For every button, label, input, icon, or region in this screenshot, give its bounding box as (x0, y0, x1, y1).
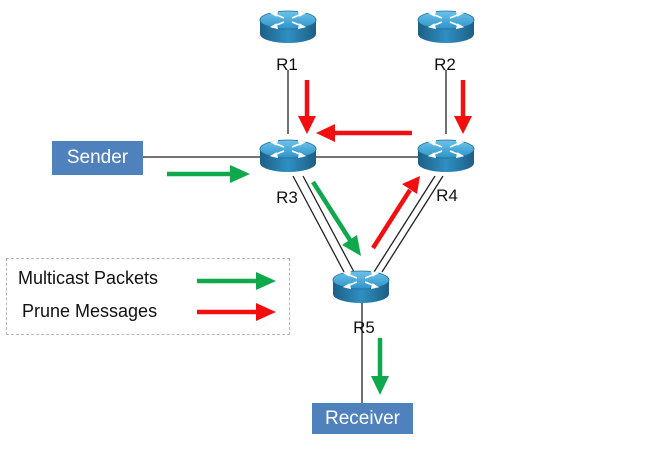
router-icon (259, 10, 317, 44)
multicast-arrows (167, 165, 389, 395)
router-label-r2: R2 (434, 55, 456, 74)
sender-box: Sender (52, 141, 143, 175)
receiver-box: Receiver (312, 403, 413, 434)
multicast-arrow-r3-to-r5 (311, 180, 352, 242)
link-r3-r5-a (292, 175, 345, 273)
router-label-r3: R3 (276, 188, 298, 207)
router-label-r4: R4 (436, 186, 458, 205)
router-label-r5: R5 (353, 318, 375, 337)
prune-arrow-r2-to-r4-head (454, 116, 472, 134)
prune-arrow-r1-to-r3-head (298, 116, 316, 134)
router-label-r1: R1 (276, 55, 298, 74)
legend-multicast-arrow-head (256, 272, 276, 290)
legend-multicast-label: Multicast Packets (18, 268, 159, 288)
router-icon (417, 10, 475, 44)
legend-prune-label: Prune Messages (22, 301, 158, 321)
prune-arrow-r5-to-r4 (371, 188, 412, 250)
multicast-arrow-r3-to-r5-head (342, 235, 361, 256)
legend (6, 258, 290, 335)
prune-arrow-r4-to-r3-head (316, 124, 335, 142)
prune-arrow-r5-to-r4-head (402, 176, 420, 194)
legend-prune-arrow-head (256, 303, 276, 321)
multicast-arrow-sender-to-r3-head (230, 165, 250, 183)
router-icon (417, 139, 475, 173)
legend-prune-arrow-group (197, 303, 276, 321)
router-icon (259, 139, 317, 173)
router-icon (332, 270, 390, 304)
link-r3-r5-b (302, 175, 355, 273)
link-r4-r5-b (381, 175, 444, 273)
prune-arrows (298, 80, 472, 250)
links (143, 70, 447, 404)
multicast-arrow-r5-to-receiver-head (371, 376, 389, 395)
link-r4-r5-a (373, 175, 436, 273)
